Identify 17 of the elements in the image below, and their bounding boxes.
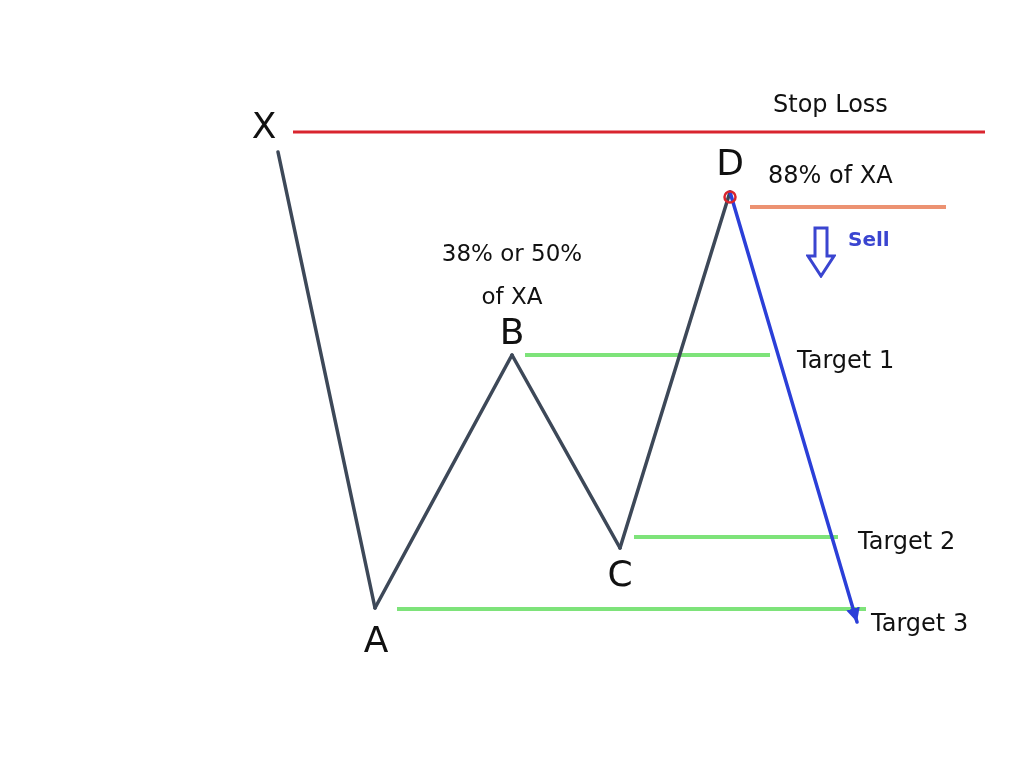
price-line <box>276 150 377 610</box>
retracement-label: 38% or 50% of XA <box>440 239 584 311</box>
target-label: Target 3 <box>857 609 969 638</box>
point-label: B <box>496 314 528 355</box>
target-label: Target 1 <box>797 346 895 375</box>
price-line <box>618 190 732 550</box>
target-label: Target 2 <box>858 527 956 556</box>
retracement-label: 88% of XA <box>768 161 893 190</box>
action-label: Sell <box>848 226 890 253</box>
point-label: X <box>246 108 282 152</box>
stop-loss-label: Stop Loss <box>773 90 888 119</box>
arrow <box>728 190 860 624</box>
price-line <box>510 353 622 550</box>
price-line <box>373 353 514 610</box>
point-label: A <box>360 608 392 658</box>
point-label: D <box>714 145 746 192</box>
point-label: C <box>605 548 635 592</box>
